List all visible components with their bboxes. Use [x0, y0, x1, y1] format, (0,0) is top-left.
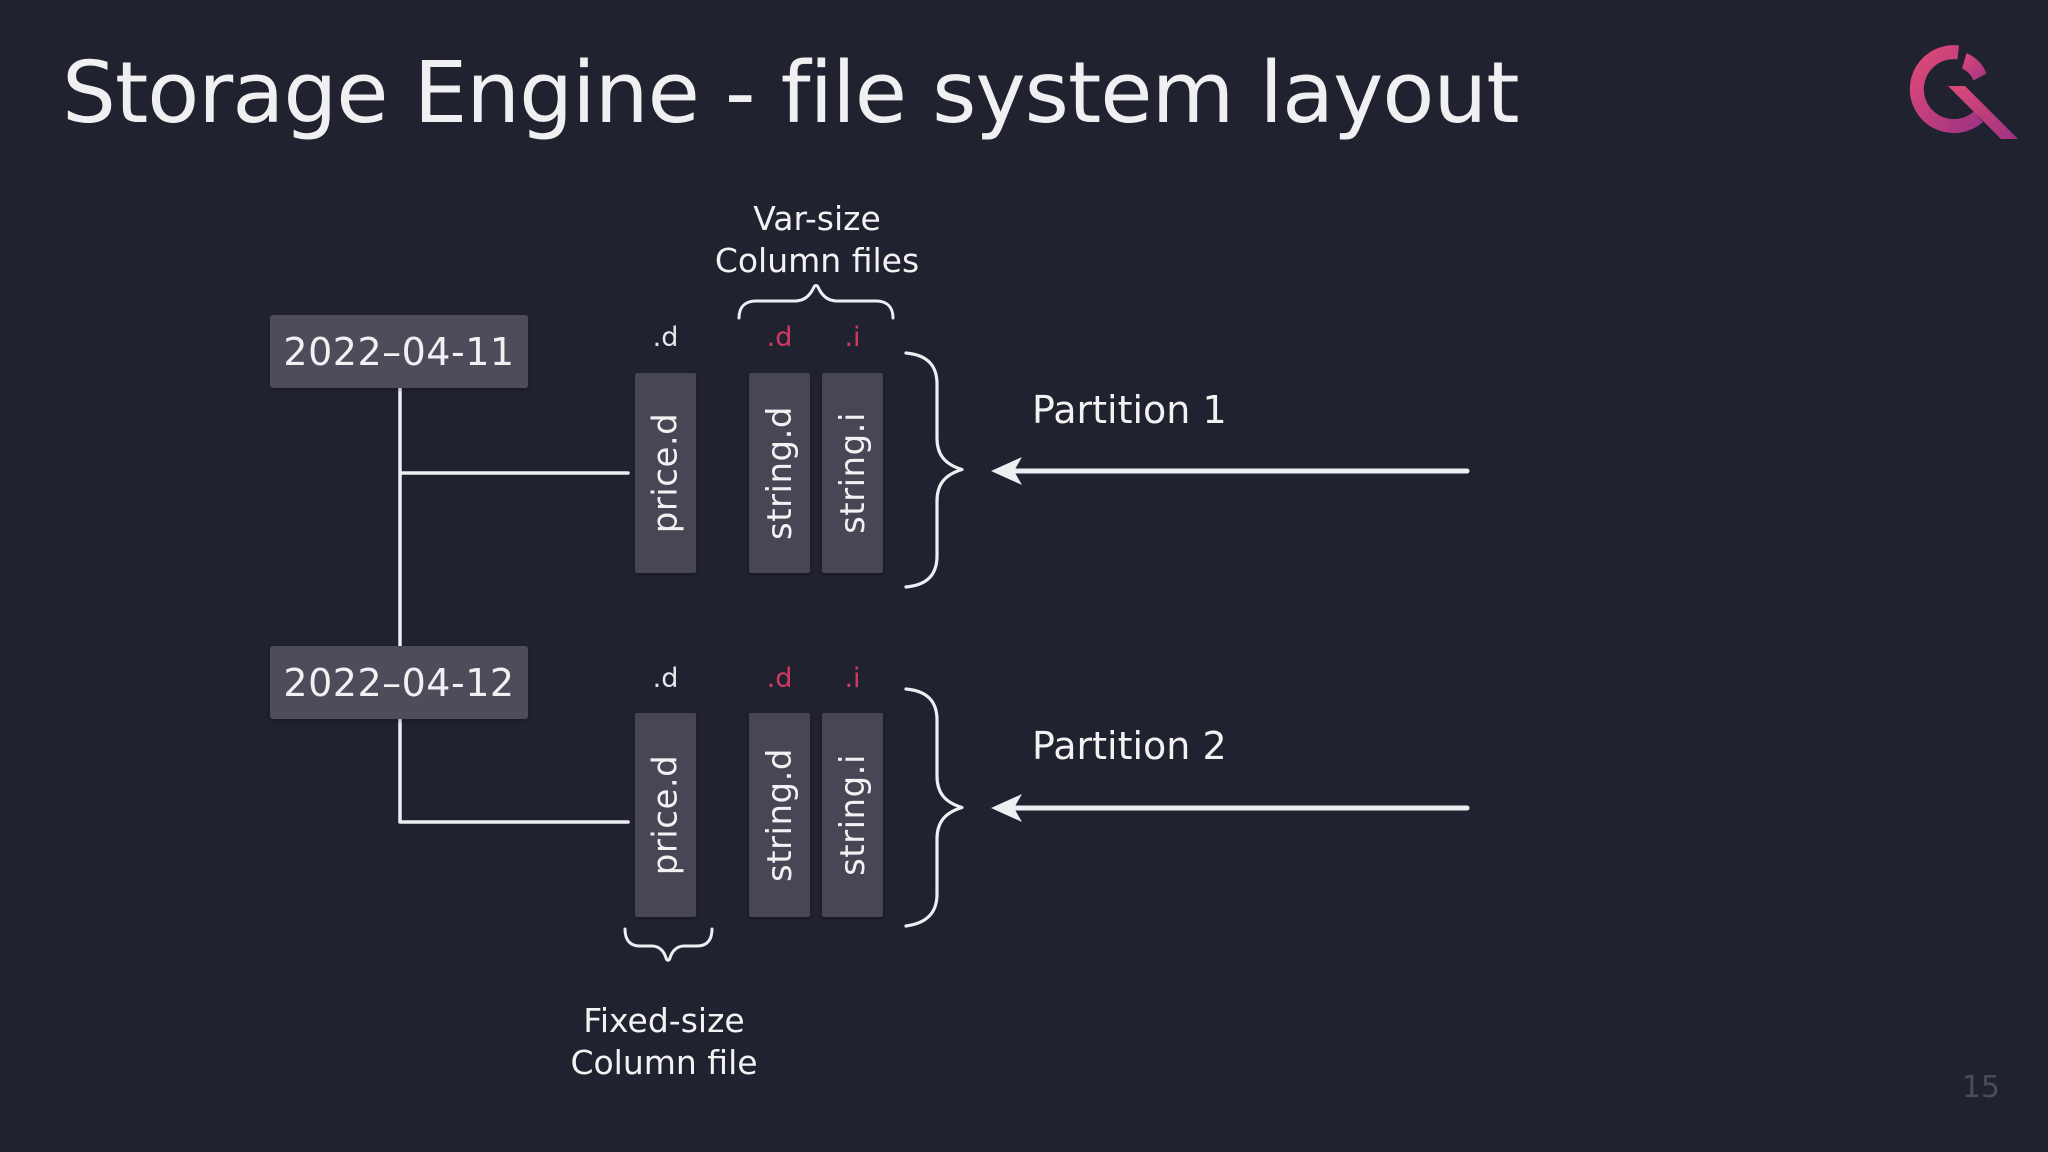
page-title: Storage Engine - file system layout — [62, 44, 1520, 143]
partition-1-brace — [904, 351, 964, 589]
date-box-partition-1: 2022–04-11 — [270, 315, 528, 388]
ext-label: .i — [844, 663, 861, 694]
column-file-name: price.d — [645, 754, 686, 876]
column-file-name: string.i — [832, 412, 873, 534]
column-file-name: string.i — [832, 754, 873, 876]
column-file-name: string.d — [759, 748, 800, 882]
partition-1-label: Partition 1 — [1032, 388, 1227, 432]
logo-ring — [1909, 45, 1984, 134]
column-file-name: string.d — [759, 406, 800, 540]
var-size-label: Var-size Column files — [652, 198, 982, 282]
logo-slash — [1948, 86, 2018, 139]
fixed-size-label-line1: Fixed-size — [583, 1001, 745, 1040]
date-label: 2022–04-12 — [283, 660, 515, 705]
column-file-box: string.d — [749, 713, 810, 917]
fixed-size-label: Fixed-size Column file — [514, 1000, 814, 1084]
column-file-name: price.d — [645, 412, 686, 534]
logo-wedge — [1962, 53, 1987, 81]
ext-label: .d — [652, 663, 679, 694]
page-number: 15 — [1961, 1070, 2000, 1105]
ext-label: .d — [766, 322, 793, 353]
column-file-box: price.d — [635, 373, 696, 573]
tree-connector-lines — [398, 386, 630, 824]
column-file-box: string.i — [822, 713, 883, 917]
date-label: 2022–04-11 — [283, 329, 515, 374]
date-box-partition-2: 2022–04-12 — [270, 646, 528, 719]
partition-2-label: Partition 2 — [1032, 724, 1227, 768]
fixed-size-brace — [623, 927, 714, 962]
partition-2-brace — [904, 687, 964, 928]
column-file-box: price.d — [635, 713, 696, 917]
partition-1-arrowhead — [991, 457, 1022, 485]
var-size-label-line2: Column files — [714, 241, 920, 280]
column-file-box: string.d — [749, 373, 810, 573]
partition-2-arrowhead — [991, 794, 1022, 822]
column-file-box: string.i — [822, 373, 883, 573]
ext-label: .d — [766, 663, 793, 694]
fixed-size-label-line2: Column file — [570, 1043, 758, 1082]
questdb-logo-icon — [1909, 45, 2018, 139]
var-size-brace — [737, 284, 895, 320]
ext-label: .d — [652, 322, 679, 353]
ext-label: .i — [844, 322, 861, 353]
var-size-label-line1: Var-size — [753, 199, 881, 238]
